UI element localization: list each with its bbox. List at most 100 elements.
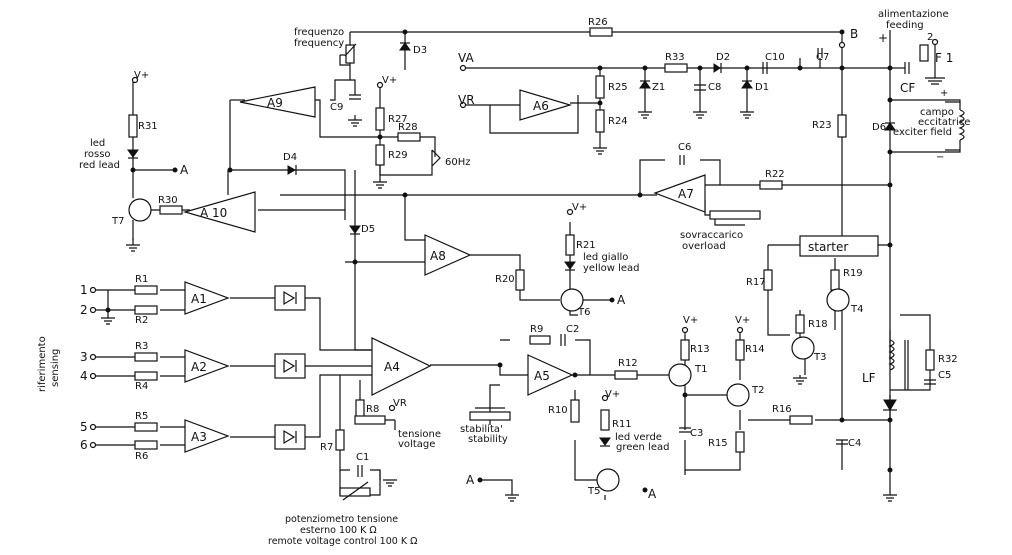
- label-r13: R13: [690, 344, 710, 355]
- label-c5: C5: [938, 370, 951, 381]
- label-f1: F 1: [935, 51, 953, 65]
- label-input-4: 4: [80, 369, 88, 383]
- label-r17: R17: [746, 277, 766, 288]
- label-vplus-r11: V+: [605, 389, 620, 400]
- label-c9: C9: [330, 102, 343, 113]
- label-c8: C8: [708, 82, 721, 93]
- label-led-giallo: led giallo: [583, 252, 628, 263]
- label-r16: R16: [772, 404, 792, 415]
- label-r33: R33: [665, 52, 685, 63]
- label-r30: R30: [158, 195, 178, 206]
- label-a1: A1: [191, 292, 207, 306]
- label-pot-it2: esterno 100 K Ω: [300, 525, 377, 536]
- label-exciter-field: exciter field: [893, 127, 952, 138]
- label-r10: R10: [548, 405, 568, 416]
- label-60hz: 60Hz: [445, 157, 471, 168]
- rectifier-blocks: [274, 285, 306, 450]
- label-r25: R25: [608, 82, 628, 93]
- label-pot-it: potenziometro tensione: [285, 514, 398, 525]
- label-riferimento: riferimento: [37, 336, 48, 392]
- label-a5: A5: [534, 369, 550, 383]
- label-c10: C10: [765, 52, 785, 63]
- label-t1: T1: [694, 364, 707, 375]
- coils: [888, 101, 965, 390]
- label-r2: R2: [135, 315, 148, 326]
- label-vplus-r14: V+: [735, 315, 750, 326]
- label-t7: T7: [111, 216, 124, 227]
- label-vr-bottom: VR: [393, 398, 407, 409]
- label-frequenzo: frequenzo: [294, 27, 344, 38]
- amplifiers: [182, 86, 706, 453]
- label-r9: R9: [530, 324, 543, 335]
- label-pot-en: remote voltage control 100 K Ω: [268, 536, 417, 547]
- label-stability: stability: [468, 434, 508, 445]
- label-r20: R20: [495, 274, 515, 285]
- label-vplus-r31: V+: [134, 70, 149, 81]
- label-input-5: 5: [80, 420, 88, 434]
- label-voltage: voltage: [398, 439, 435, 450]
- label-lf: LF: [862, 371, 876, 385]
- label-a10: A 10: [200, 206, 227, 220]
- label-plus-field: +: [940, 88, 948, 99]
- label-input-6: 6: [80, 438, 88, 452]
- junction-dots: [89, 29, 939, 493]
- label-r24: R24: [608, 116, 628, 127]
- ground-symbols: [101, 77, 945, 502]
- label-input-2: 2: [80, 303, 88, 317]
- label-led-rosso: led: [90, 138, 105, 149]
- label-c4: C4: [848, 438, 861, 449]
- starter-box: [799, 235, 879, 257]
- label-t3: T3: [813, 352, 826, 363]
- label-d2: D2: [716, 52, 730, 63]
- label-vplus-r13: V+: [683, 315, 698, 326]
- label-eccitatrice: eccitatrice: [918, 117, 970, 128]
- label-t2: T2: [751, 385, 764, 396]
- label-a4: A4: [384, 360, 400, 374]
- label-sensing: sensing: [50, 349, 61, 387]
- label-2: 2: [927, 32, 933, 43]
- label-vplus-r27: V+: [382, 75, 397, 86]
- label-led-verde: led verde: [615, 432, 662, 443]
- label-c1: C1: [356, 452, 369, 463]
- label-a-green: A: [648, 487, 657, 501]
- label-r18: R18: [808, 319, 828, 330]
- diodes: [127, 42, 897, 447]
- label-c3: C3: [690, 428, 703, 439]
- label-t4: T4: [850, 304, 863, 315]
- label-starter: starter: [808, 240, 848, 254]
- label-rosso: rosso: [84, 149, 111, 160]
- text-labels: alimentazione feeding + 2 F 1 CF + campo…: [37, 9, 970, 547]
- label-a-yellow: A: [617, 293, 626, 307]
- label-red-lead: red lead: [79, 160, 120, 171]
- label-r32: R32: [938, 354, 958, 365]
- label-a8: A8: [430, 249, 446, 263]
- label-a2: A2: [191, 360, 207, 374]
- label-alimentazione: alimentazione: [878, 9, 949, 20]
- label-d5: D5: [361, 224, 375, 235]
- label-r11: R11: [612, 419, 632, 430]
- label-r7: R7: [320, 442, 333, 453]
- label-r19: R19: [843, 268, 863, 279]
- label-vr-top: VR: [458, 93, 475, 107]
- label-r26: R26: [588, 17, 608, 28]
- capacitors: [349, 48, 936, 477]
- label-a6: A6: [533, 99, 549, 113]
- label-d3: D3: [413, 45, 427, 56]
- label-va: VA: [458, 51, 474, 65]
- label-input-3: 3: [80, 350, 88, 364]
- label-r3: R3: [135, 341, 148, 352]
- label-stabilita: stabilita': [460, 424, 503, 435]
- label-plus-feed: +: [878, 31, 888, 45]
- label-minus-field: −: [936, 152, 944, 163]
- label-a-ground: A: [466, 473, 475, 487]
- label-cf: CF: [900, 81, 915, 95]
- label-campo: campo: [920, 107, 954, 118]
- label-r6: R6: [135, 451, 148, 462]
- label-vplus-r21: V+: [572, 202, 587, 213]
- label-a7: A7: [678, 187, 694, 201]
- label-r4: R4: [135, 381, 148, 392]
- label-r31: R31: [138, 121, 158, 132]
- label-a3: A3: [191, 430, 207, 444]
- label-yellow-lead: yellow lead: [583, 263, 640, 274]
- label-d1: D1: [755, 82, 769, 93]
